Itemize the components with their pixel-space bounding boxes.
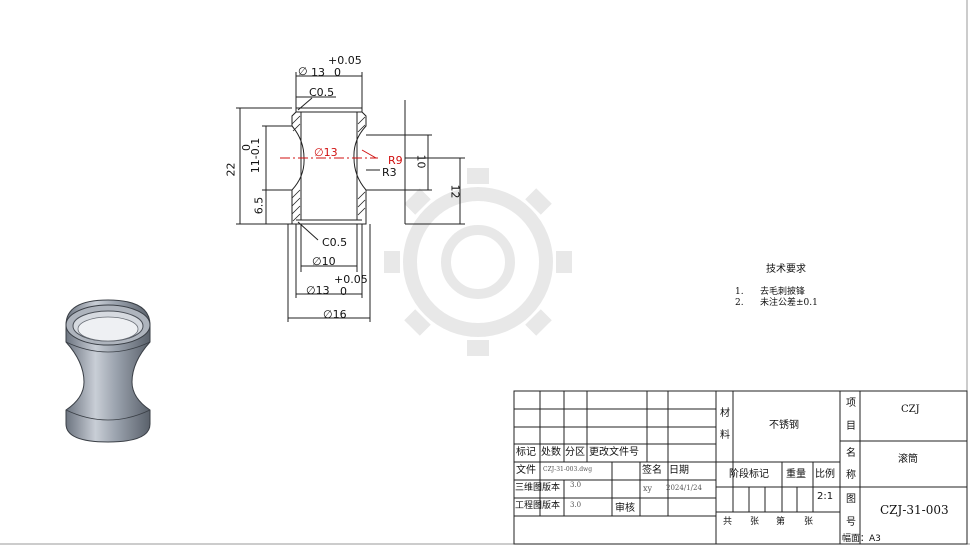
signer-value: xy [643, 484, 653, 493]
scale-label: 比例 [815, 469, 835, 480]
weight-label: 重量 [786, 469, 806, 480]
cad3d-value: 3.0 [570, 481, 582, 489]
material-label-2: 料 [720, 430, 730, 441]
bottom-dia10-label: ∅10 [312, 255, 336, 268]
chamfer-top-label: C0.5 [309, 86, 335, 99]
scale-value: 2:1 [817, 491, 834, 502]
sheets-label: 张 [750, 517, 760, 527]
tech-title: 技术要求 [766, 264, 806, 275]
top-tol-lower: 0 [334, 66, 341, 79]
project-label-2: 目 [846, 421, 856, 432]
drawing-label-1: 图 [846, 494, 856, 505]
material-value: 不锈钢 [769, 420, 799, 431]
file-label: 文件 [516, 465, 536, 476]
date-label: 日期 [669, 465, 689, 476]
file-value: CZJ-31-003.dwg [543, 466, 593, 473]
top-dia-value: 13 [311, 66, 325, 79]
part-3d-view [65, 299, 151, 443]
drawing-number: CZJ-31-003 [880, 503, 949, 517]
tech-item2-num: 2. [735, 298, 744, 308]
rev-header-count: 处数 [541, 447, 561, 458]
name-label-2: 称 [846, 470, 856, 481]
radius-r3-label: R3 [382, 166, 397, 179]
top-tol-upper: +0.05 [328, 54, 362, 67]
tech-item1: 去毛刺披锋 [760, 287, 806, 297]
bot-dia13-label: ∅13 [306, 284, 330, 297]
dim-12-label: 12 [448, 184, 462, 199]
project-label-1: 项 [846, 398, 856, 409]
material-label-1: 材 [720, 408, 730, 419]
dim-22-label: 22 [224, 162, 238, 177]
rev-header-zone: 分区 [565, 447, 585, 458]
name-label-1: 名 [846, 448, 856, 459]
project-value: CZJ [901, 404, 920, 415]
rev-header-mark: 标记 [516, 447, 536, 458]
tech-item1-num: 1. [735, 287, 744, 297]
dim-11-zero: 0 [240, 144, 253, 151]
inner-dia-label: ∅13 [314, 146, 338, 159]
part-section-view [236, 72, 465, 322]
total-label: 共 [723, 517, 733, 527]
date-value: 2024/1/24 [666, 484, 702, 492]
radius-r9-label: R9 [388, 154, 403, 167]
bot-tol-upper: +0.05 [334, 273, 368, 286]
tech-item2: 未注公差±0.1 [760, 298, 818, 308]
rev-header-docno: 更改文件号 [589, 447, 639, 458]
gear-watermark-icon [384, 168, 572, 356]
sheet-size-label: 幅面：A3 [842, 534, 881, 544]
cad3d-label: 三维图版本 [515, 483, 561, 493]
review-label: 审核 [615, 503, 635, 514]
bot-tol-lower: 0 [340, 285, 347, 298]
drawing-label-2: 号 [846, 517, 856, 528]
page-label: 第 [776, 517, 786, 527]
chamfer-bottom-label: C0.5 [322, 236, 348, 249]
dim-65-label: 6.5 [252, 196, 266, 215]
name-value: 滚筒 [898, 454, 918, 465]
outer-dia16-label: ∅16 [323, 308, 347, 321]
stage-label: 阶段标记 [729, 469, 769, 480]
dim-10-label: 10 [414, 154, 428, 169]
cad2d-value: 3.0 [570, 501, 582, 509]
cad2d-label: 工程图版本 [515, 501, 561, 511]
sign-label: 签名 [642, 465, 662, 476]
top-dia-symbol: ∅ [298, 65, 308, 78]
title-block [513, 390, 968, 545]
page-sheets-label: 张 [804, 517, 814, 527]
